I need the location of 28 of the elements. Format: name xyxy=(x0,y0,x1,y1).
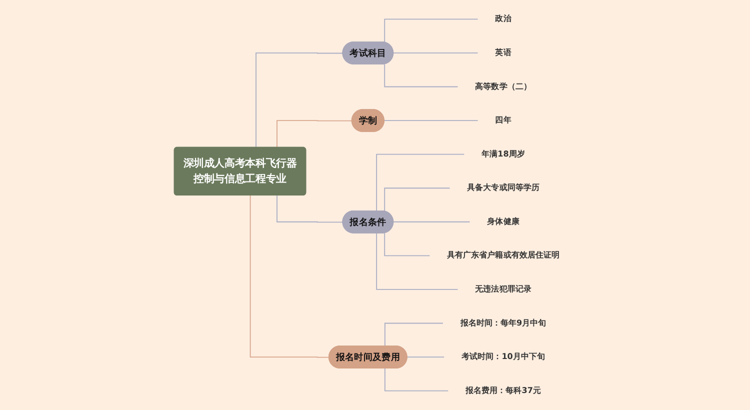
connector xyxy=(376,154,465,212)
connector xyxy=(384,120,478,122)
connector xyxy=(276,195,343,223)
connector xyxy=(384,232,430,256)
node-text: 报名费用：每科37元 xyxy=(465,386,541,396)
node-text: 高等数学（二） xyxy=(474,82,531,92)
node-text: 报名时间：每年9月中旬 xyxy=(460,318,546,328)
node-text: 无违法犯罪记录 xyxy=(474,284,531,294)
node-text: 身体健康 xyxy=(486,217,519,226)
connector xyxy=(392,221,470,223)
node-text: 具备大专或同等学历 xyxy=(466,183,539,192)
connector xyxy=(384,64,458,88)
connector xyxy=(384,188,450,212)
connector xyxy=(255,52,343,148)
node-text: 年满18周岁 xyxy=(481,149,525,159)
node-text: 四年 xyxy=(494,116,511,125)
connector xyxy=(376,232,458,290)
node-text: 考试时间：10月中下旬 xyxy=(461,352,545,362)
node-text: 政治 xyxy=(494,14,511,24)
connector xyxy=(384,368,449,392)
connector xyxy=(392,52,478,54)
connector xyxy=(249,195,330,358)
connector xyxy=(384,18,478,43)
connector xyxy=(276,120,352,148)
connector xyxy=(384,322,444,347)
node-text: 英语 xyxy=(494,48,511,58)
connector xyxy=(406,356,445,358)
node-text: 具有广东省户籍或有效居住证明 xyxy=(446,250,560,260)
